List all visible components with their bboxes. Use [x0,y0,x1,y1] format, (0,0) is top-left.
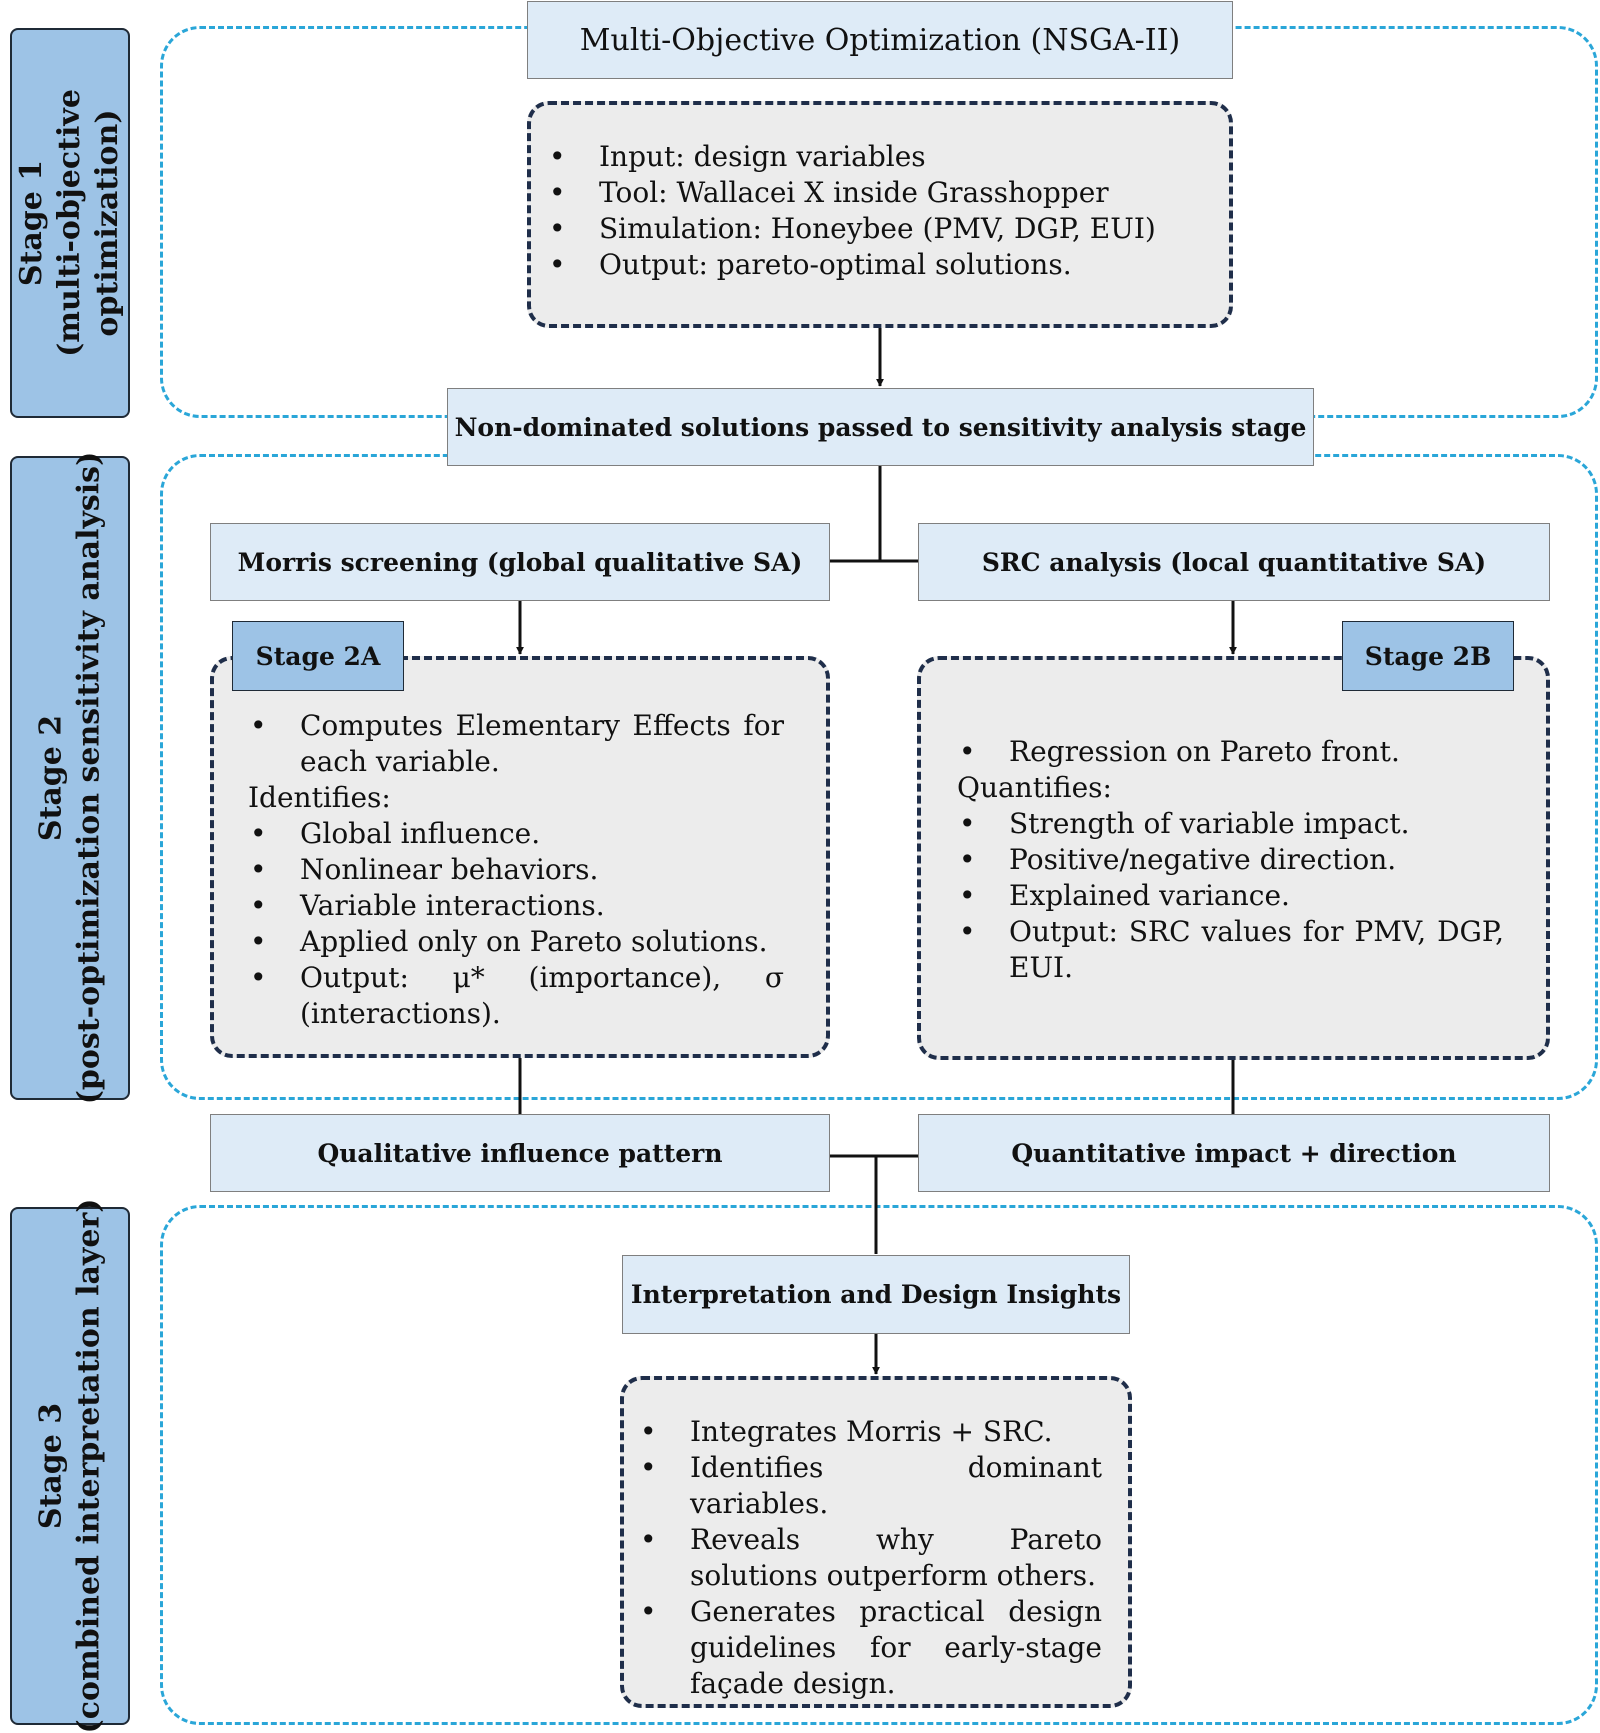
stage3-region [160,1205,1598,1725]
src-details-box: Regression on Pareto front. Quantifies: … [917,656,1550,1060]
handoff-box: Non-dominated solutions passed to sensit… [447,388,1314,466]
morris-title-box: Morris screening (global qualitative SA) [210,523,830,601]
insights-title-box: Interpretation and Design Insights [622,1255,1130,1334]
qualitative-output: Qualitative influence pattern [317,1138,723,1168]
src-title: SRC analysis (local quantitative SA) [981,547,1487,577]
stage3-label: Stage 3 (combined interpretation layer) [10,1199,130,1733]
src-item: Positive/negative direction. [957,842,1504,878]
morris-item: Variable interactions. [248,888,784,924]
insights-details-box: Integrates Morris + SRC. Identifies domi… [620,1376,1132,1708]
handoff-text: Non-dominated solutions passed to sensit… [454,412,1307,442]
insights-item: Integrates Morris + SRC. [638,1414,1102,1450]
moo-item: Input: design variables [547,139,1189,175]
src-quantifies-label: Quantifies: [957,771,1112,804]
stage2-label: Stage 2 (post-optimization sensitivity a… [10,452,130,1104]
moo-item: Tool: Wallacei X inside Grasshopper [547,175,1189,211]
stage2-title: Stage 2 [33,714,68,842]
stage2a-tab: Stage 2A [232,621,404,691]
stage1-title: Stage 1 [14,159,50,287]
src-item: Regression on Pareto front. [957,734,1504,770]
insights-title: Interpretation and Design Insights [630,1280,1122,1309]
stage2b-tab: Stage 2B [1342,621,1514,691]
morris-title: Morris screening (global qualitative SA) [237,547,803,577]
stage3-subtitle: (combined interpretation layer) [71,1198,106,1733]
stage2-subtitle: (post-optimization sensitivity analysis) [71,451,106,1105]
morris-item: Applied only on Pareto solutions. [248,924,784,960]
morris-item: Computes Elementary Effects for each var… [248,708,784,780]
morris-item: Output: μ* (importance), σ (interactions… [248,960,784,1032]
src-item: Output: SRC values for PMV, DGP, EUI. [957,914,1504,986]
stage1-subtitle-1: (multi-objective [52,89,88,357]
qualitative-output-box: Qualitative influence pattern [210,1114,830,1192]
moo-item: Simulation: Honeybee (PMV, DGP, EUI) [547,211,1189,247]
moo-item: Output: pareto-optimal solutions. [547,247,1189,283]
insights-item: Reveals why Pareto solutions outperform … [638,1522,1102,1594]
moo-title-box: Multi-Objective Optimization (NSGA-II) [527,1,1233,79]
src-item: Explained variance. [957,878,1504,914]
stage1-subtitle-2: optimization) [90,109,126,337]
src-item: Strength of variable impact. [957,806,1504,842]
morris-identifies-label: Identifies: [248,781,391,814]
src-title-box: SRC analysis (local quantitative SA) [918,523,1550,601]
morris-item: Global influence. [248,816,784,852]
stage2b-label: Stage 2B [1364,641,1492,671]
stage1-label: Stage 1 (multi-objective optimization) [10,28,130,418]
quantitative-output: Quantitative impact + direction [1011,1138,1457,1168]
morris-details-box: Computes Elementary Effects for each var… [210,656,830,1058]
moo-details-box: Input: design variables Tool: Wallacei X… [527,101,1233,328]
stage2a-label: Stage 2A [255,641,381,671]
moo-title: Multi-Objective Optimization (NSGA-II) [579,22,1181,58]
stage3-title: Stage 3 [33,1402,68,1530]
insights-item: Generates practical design guidelines fo… [638,1594,1102,1702]
insights-item: Identifies dominant variables. [638,1450,1102,1522]
quantitative-output-box: Quantitative impact + direction [918,1114,1550,1192]
morris-item: Nonlinear behaviors. [248,852,784,888]
